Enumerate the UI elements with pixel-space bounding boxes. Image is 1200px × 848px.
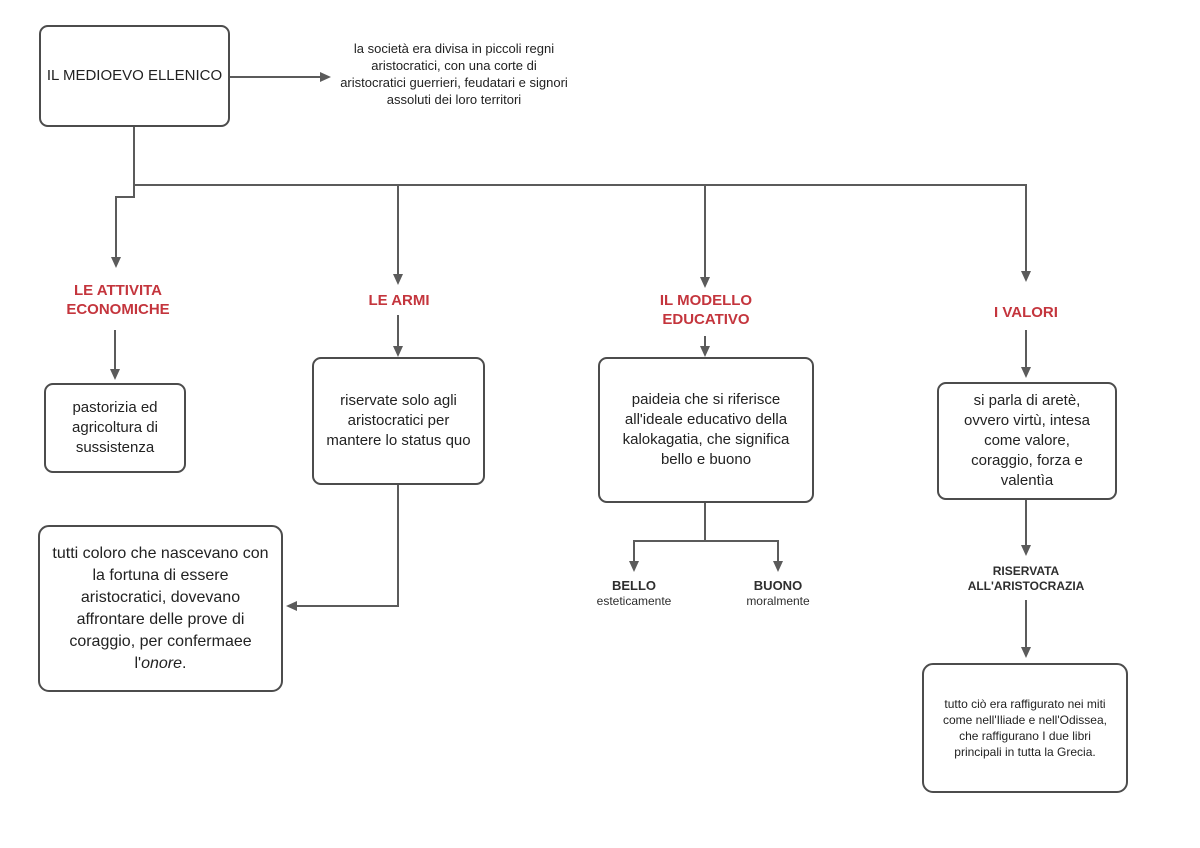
arrowhead-left-icon (286, 601, 297, 611)
connector-valori-tail2 (1025, 600, 1027, 647)
arrowhead-down-icon (1021, 647, 1031, 658)
connector-branch1-to-box (114, 330, 116, 370)
node-pastorizia[interactable]: pastorizia ed agricoltura di sussistenza (44, 383, 186, 473)
leaf-buono-sub: moralmente (746, 594, 810, 608)
connector-branch1-jog-v1 (133, 184, 135, 198)
node-paideia[interactable]: paideia che si riferisce all'ideale educ… (598, 357, 814, 503)
branch-label-le-armi[interactable]: LE ARMI (368, 292, 430, 309)
node-miti-text: tutto ciò era raffigurato nei miti come … (942, 697, 1107, 759)
connector-branch2-to-box (397, 315, 399, 347)
connector-armi-tail-v (397, 485, 399, 607)
connector-split-right (777, 540, 779, 562)
arrowhead-down-icon (700, 277, 710, 288)
branch-label-i-valori[interactable]: I VALORI (994, 304, 1058, 321)
connector-root-to-note (230, 76, 320, 78)
root-note-text[interactable]: la società era divisa in piccoli regni a… (340, 41, 568, 107)
branch-label-attivita-economiche[interactable]: LE ATTIVITA ECONOMICHE (66, 282, 170, 318)
connector-branch3-to-box (704, 336, 706, 347)
arrowhead-down-icon (111, 257, 121, 268)
branch-label-modello-educativo[interactable]: IL MODELLO EDUCATIVO (659, 292, 753, 328)
node-pastorizia-text: pastorizia ed agricoltura di sussistenza (72, 399, 158, 456)
arrowhead-down-icon (1021, 271, 1031, 282)
arrowhead-down-icon (110, 369, 120, 380)
node-prove-di-coraggio[interactable]: tutti coloro che nascevano con la fortun… (38, 525, 283, 692)
node-arete[interactable]: si parla di aretè, ovvero virtù, intesa … (937, 382, 1117, 500)
leaf-buono[interactable]: BUONO moralmente (709, 578, 847, 609)
label-riservata-aristocrazia[interactable]: RISERVATA ALL'ARISTOCRAZIA (967, 564, 1085, 593)
node-root-label: IL MEDIOEVO ELLENICO (46, 67, 223, 84)
leaf-buono-title: BUONO (753, 578, 803, 593)
node-root-medioevo-ellenico[interactable]: IL MEDIOEVO ELLENICO (39, 25, 230, 127)
connector-valori-tail1 (1025, 500, 1027, 545)
connector-split-left (633, 540, 635, 562)
connector-root-stem (133, 127, 135, 186)
arrowhead-down-icon (1021, 545, 1031, 556)
leaf-bello-sub: esteticamente (596, 594, 672, 608)
arrowhead-down-icon (393, 346, 403, 357)
node-miti-iliade-odissea[interactable]: tutto ciò era raffigurato nei miti come … (922, 663, 1128, 793)
connector-armi-tail-h (296, 605, 399, 607)
connector-main-rail (133, 184, 1027, 186)
node-riservate-aristocratici[interactable]: riservate solo agli aristocratici per ma… (312, 357, 485, 485)
node-arete-text: si parla di aretè, ovvero virtù, intesa … (964, 392, 1090, 489)
connector-branch3-drop (704, 184, 706, 277)
connector-branch4-drop (1025, 184, 1027, 271)
node-riservate-text: riservate solo agli aristocratici per ma… (326, 392, 471, 449)
arrowhead-down-icon (773, 561, 783, 572)
connector-branch1-drop (115, 196, 117, 257)
leaf-bello[interactable]: BELLO esteticamente (565, 578, 703, 609)
node-prove-text: tutti coloro che nascevano con la fortun… (52, 544, 269, 672)
arrowhead-down-icon (1021, 367, 1031, 378)
arrowhead-down-icon (700, 346, 710, 357)
leaf-bello-title: BELLO (611, 578, 657, 593)
connector-branch1-jog-h (115, 196, 135, 198)
connector-branch2-drop (397, 184, 399, 274)
arrowhead-right-icon (320, 72, 331, 82)
connector-split-rail (633, 540, 779, 542)
connector-branch4-to-box (1025, 330, 1027, 368)
arrowhead-down-icon (393, 274, 403, 285)
connector-paideia-tail (704, 503, 706, 542)
node-paideia-text: paideia che si riferisce all'ideale educ… (622, 391, 790, 468)
arrowhead-down-icon (629, 561, 639, 572)
